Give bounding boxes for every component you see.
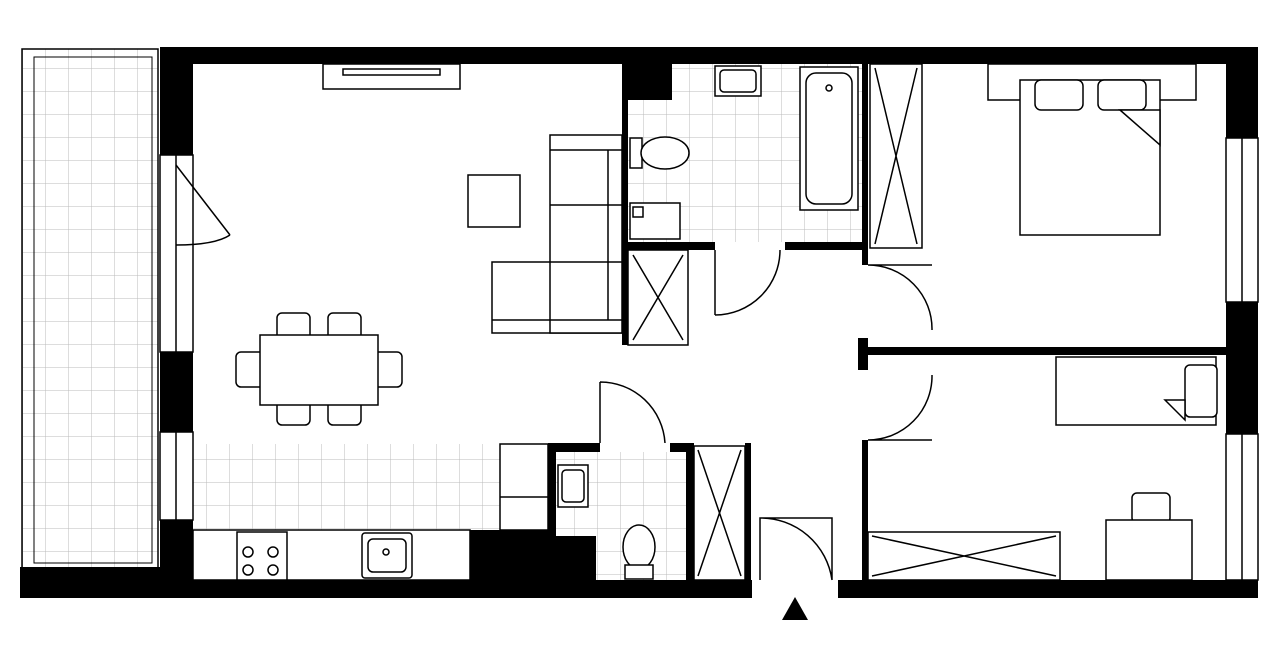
bedroom-furniture [987, 63, 1197, 236]
bathroom-furniture [627, 63, 923, 346]
washing-machine-icon [629, 202, 681, 240]
bed-icon [987, 63, 1197, 236]
bed-icon [1055, 356, 1218, 426]
sink-icon [557, 464, 589, 508]
coffee-table [467, 174, 521, 228]
kitchen-tiles [193, 444, 500, 530]
desk-icon [1105, 492, 1193, 581]
sink-icon [714, 65, 762, 97]
wc-furniture [557, 445, 746, 581]
windows [159, 137, 1259, 581]
walls [20, 47, 1258, 598]
toilet-icon [622, 524, 656, 580]
doors [175, 164, 933, 620]
sink-icon [361, 532, 413, 579]
wardrobe-icon [693, 445, 746, 581]
dining-table-icon [235, 312, 403, 426]
wardrobe-icon [867, 531, 1061, 581]
toilet-icon [629, 136, 690, 170]
balcony [21, 48, 159, 570]
kitchen-furniture [192, 443, 549, 581]
entrance-arrow-icon [782, 597, 808, 620]
wardrobe-icon [869, 63, 923, 249]
wardrobe-icon [627, 249, 689, 346]
bathtub-icon [799, 66, 859, 211]
living-room-furniture [235, 63, 623, 426]
sofa-icon [491, 134, 623, 334]
bedroom-2-furniture [867, 356, 1218, 581]
stove-icon [236, 531, 288, 581]
